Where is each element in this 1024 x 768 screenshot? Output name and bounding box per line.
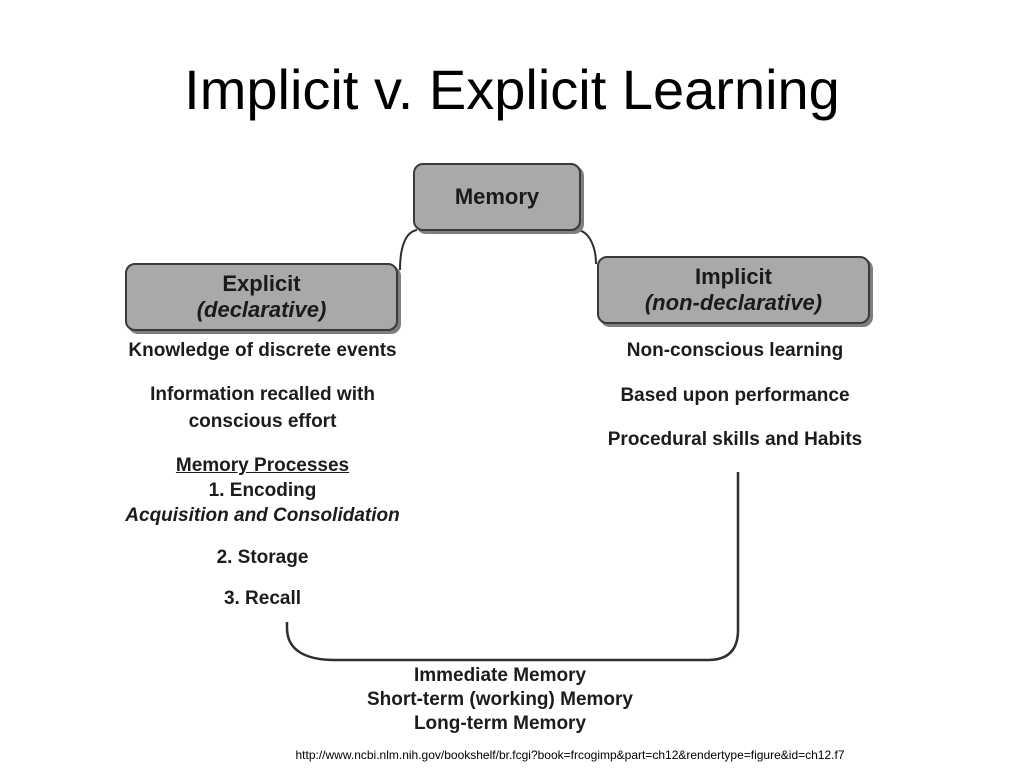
memory-to-explicit-connector [399, 229, 418, 271]
slide-title: Implicit v. Explicit Learning [184, 58, 840, 121]
implicit-node: Implicit (non-declarative) [597, 256, 870, 324]
bottom-bracket-connector [285, 472, 740, 662]
memory-type-immediate: Immediate Memory [413, 665, 587, 686]
memory-type-long-term: Long-term Memory [413, 713, 587, 734]
implicit-item-performance: Based upon performance [620, 385, 850, 406]
memory-node-label: Memory [454, 184, 540, 209]
process-step-acquisition: Acquisition and Consolidation [125, 505, 400, 526]
implicit-item-procedural: Procedural skills and Habits [607, 429, 863, 450]
source-citation: http://www.ncbi.nlm.nih.gov/bookshelf/br… [295, 748, 845, 762]
memory-processes-heading: Memory Processes [175, 455, 350, 476]
memory-type-short-term: Short-term (working) Memory [366, 689, 634, 710]
process-step-encoding: 1. Encoding [208, 480, 317, 501]
explicit-node: Explicit (declarative) [125, 263, 398, 331]
implicit-node-label: Implicit [694, 263, 772, 289]
memory-node: Memory [413, 163, 581, 231]
explicit-item-discrete-events: Knowledge of discrete events [128, 340, 397, 361]
memory-to-implicit-connector [577, 229, 597, 265]
explicit-node-sublabel: (declarative) [196, 297, 327, 322]
implicit-item-non-conscious: Non-conscious learning [626, 340, 844, 361]
explicit-item-conscious-effort: conscious effort [188, 411, 337, 432]
explicit-node-label: Explicit [222, 270, 301, 296]
explicit-item-recalled-with: Information recalled with [150, 384, 375, 405]
process-step-storage: 2. Storage [216, 547, 309, 568]
process-step-recall: 3. Recall [223, 588, 302, 609]
implicit-node-sublabel: (non-declarative) [644, 290, 823, 315]
